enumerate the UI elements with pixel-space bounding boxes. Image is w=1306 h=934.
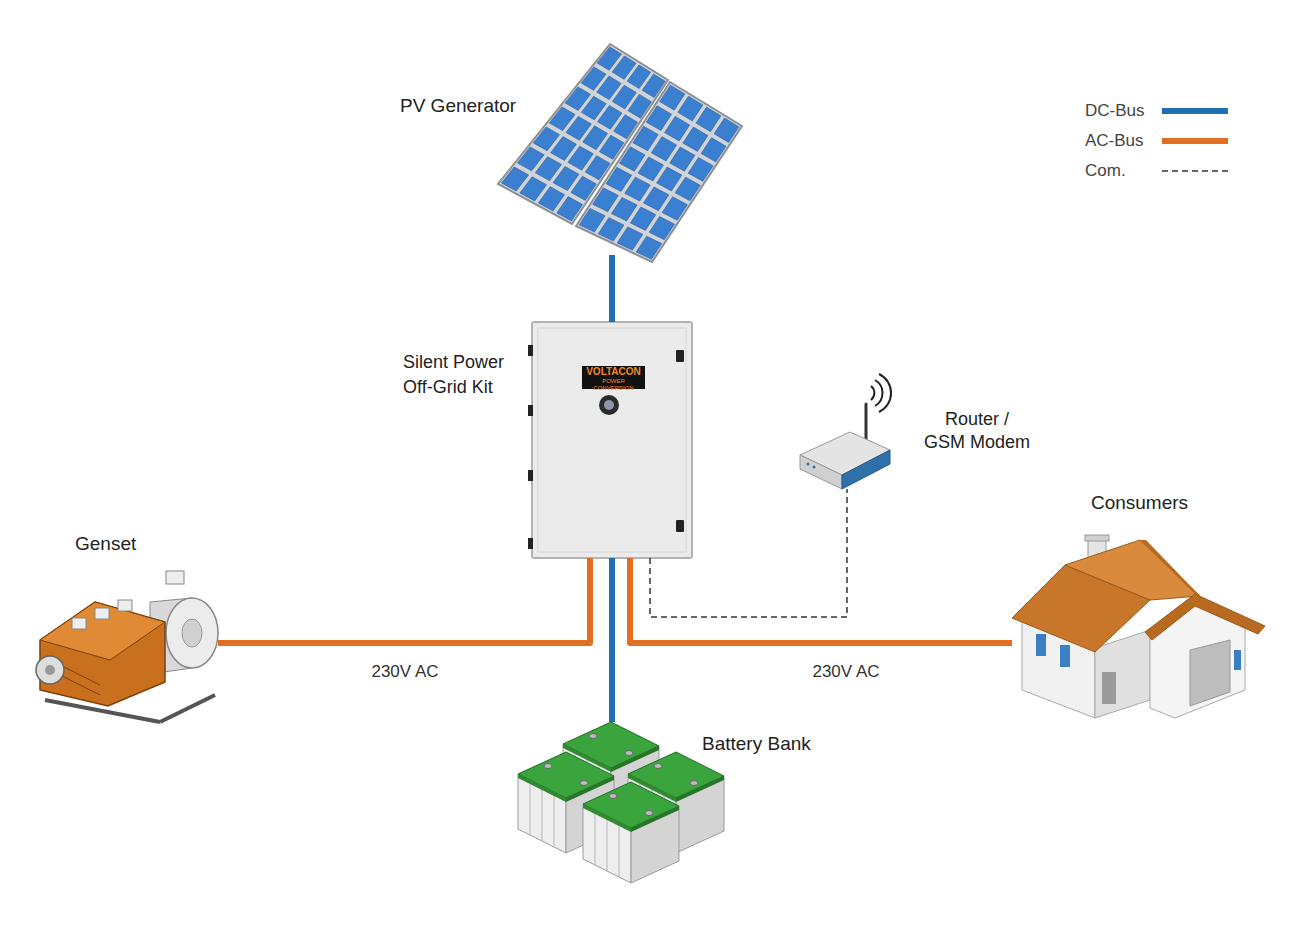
pv-cell bbox=[657, 167, 682, 191]
pv-cell bbox=[714, 118, 739, 142]
logo-text: VOLTACON bbox=[582, 366, 645, 377]
bus-line bbox=[630, 558, 1012, 643]
house-icon bbox=[1012, 535, 1265, 718]
legend-line-sample bbox=[1162, 170, 1228, 172]
pv-cell bbox=[688, 157, 713, 181]
pv-cell bbox=[665, 116, 690, 141]
pv-cell bbox=[628, 94, 651, 118]
bus-line bbox=[609, 558, 615, 722]
pv-cell bbox=[646, 106, 671, 131]
pv-cell bbox=[701, 138, 726, 162]
node-label: PV Generator bbox=[400, 94, 530, 118]
pv-cell bbox=[606, 167, 632, 191]
pv-cell bbox=[683, 127, 708, 151]
pv-panel bbox=[498, 44, 742, 262]
cabinet bbox=[528, 322, 692, 558]
legend-text: DC-Bus bbox=[1085, 101, 1145, 121]
pv-cell bbox=[611, 197, 637, 221]
pv-cell bbox=[633, 126, 658, 151]
pv-cell bbox=[619, 147, 644, 171]
pv-cell bbox=[598, 218, 624, 241]
pv-cell bbox=[599, 135, 623, 159]
voltage-label: 230V AC bbox=[809, 662, 882, 682]
node-label: Silent Power Off-Grid Kit bbox=[403, 350, 527, 400]
battery-icons bbox=[518, 722, 724, 883]
voltage-label: 230V AC bbox=[368, 662, 441, 682]
pv-cell bbox=[696, 107, 721, 132]
pv-cell bbox=[642, 74, 665, 98]
pv-cell bbox=[649, 216, 674, 239]
pv-cell bbox=[662, 197, 687, 220]
legend-text: Com. bbox=[1085, 161, 1126, 181]
pv-cell bbox=[675, 177, 700, 201]
pv-cell bbox=[670, 147, 695, 171]
pv-cell bbox=[660, 85, 685, 110]
pv-cell bbox=[636, 236, 661, 259]
node-label: Battery Bank bbox=[702, 732, 832, 756]
pv-cell bbox=[585, 156, 610, 180]
logo-text: POWER CONVERSION bbox=[582, 378, 645, 391]
legend-text: AC-Bus bbox=[1085, 131, 1144, 151]
pv-cell bbox=[579, 208, 605, 232]
node-label: Genset bbox=[75, 532, 165, 556]
pv-cell bbox=[571, 176, 596, 200]
pv-cell bbox=[651, 137, 676, 161]
bus-line bbox=[218, 558, 590, 643]
pv-cell bbox=[638, 157, 663, 181]
router-modem: Router / GSM Modem bbox=[798, 375, 890, 489]
battery-bank: Battery Bank bbox=[518, 722, 728, 892]
off-grid-kit: Silent Power Off-Grid KitVOLTACONPOWER C… bbox=[532, 322, 692, 558]
legend-swatch bbox=[1162, 138, 1228, 144]
pv-cell bbox=[630, 207, 655, 230]
pv-cell bbox=[593, 188, 619, 212]
com-line bbox=[650, 489, 847, 617]
node-label: Consumers bbox=[1062, 491, 1217, 515]
legend-swatch bbox=[1162, 108, 1228, 114]
pv-cell bbox=[614, 115, 638, 139]
pv-cell bbox=[557, 197, 583, 221]
pv-cell bbox=[617, 227, 643, 250]
genset: Genset bbox=[35, 568, 218, 720]
router-icon bbox=[800, 374, 891, 489]
pv-cell bbox=[643, 187, 668, 211]
pv-generator: PV Generator bbox=[498, 42, 742, 255]
consumers: Consumers bbox=[1012, 535, 1266, 718]
pv-cell bbox=[678, 96, 703, 121]
genset-icon bbox=[36, 571, 218, 722]
node-label: Router / GSM Modem bbox=[923, 408, 1031, 453]
bus-line bbox=[609, 255, 615, 322]
pv-cell bbox=[625, 177, 650, 201]
